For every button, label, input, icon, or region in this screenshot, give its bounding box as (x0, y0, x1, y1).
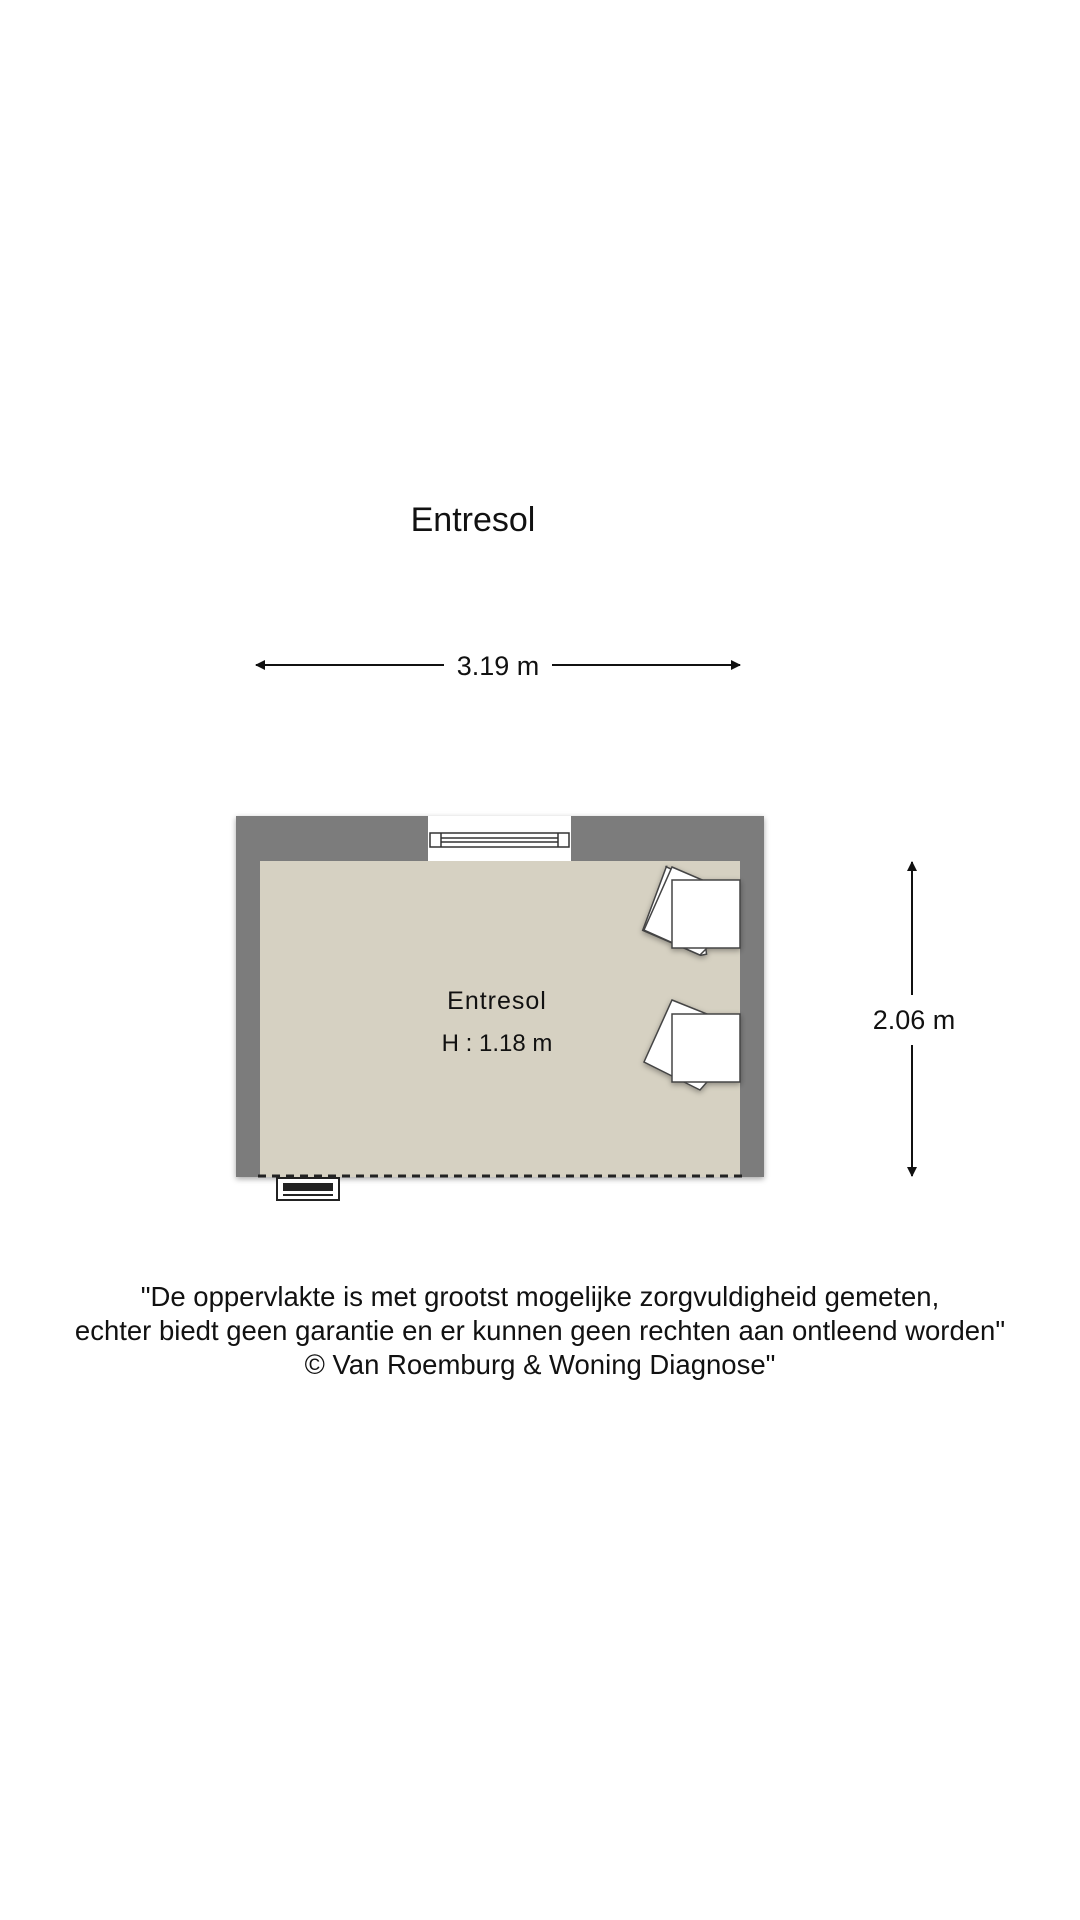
room-entresol: Entresol H : 1.18 m (236, 816, 764, 1201)
furniture-upper (641, 865, 741, 957)
depth-dimension: 2.06 m (873, 861, 956, 1177)
window (428, 816, 571, 861)
stair-symbol (276, 1177, 340, 1201)
disclaimer-line-3: © Van Roemburg & Woning Diagnose" (304, 1349, 776, 1380)
width-label: 3.19 m (457, 651, 540, 681)
disclaimer-line-1: "De oppervlakte is met grootst mogelijke… (140, 1281, 940, 1312)
room-name: Entresol (447, 987, 547, 1015)
floor-title: Entresol (410, 501, 536, 539)
depth-label: 2.06 m (873, 1005, 956, 1035)
room-height: H : 1.18 m (442, 1030, 553, 1057)
disclaimer-line-2: echter biedt geen garantie en er kunnen … (74, 1315, 1006, 1346)
disclaimer: "De oppervlakte is met grootst mogelijke… (0, 1280, 1080, 1382)
furniture-lower (643, 999, 741, 1091)
width-dimension: 3.19 m (255, 651, 741, 681)
